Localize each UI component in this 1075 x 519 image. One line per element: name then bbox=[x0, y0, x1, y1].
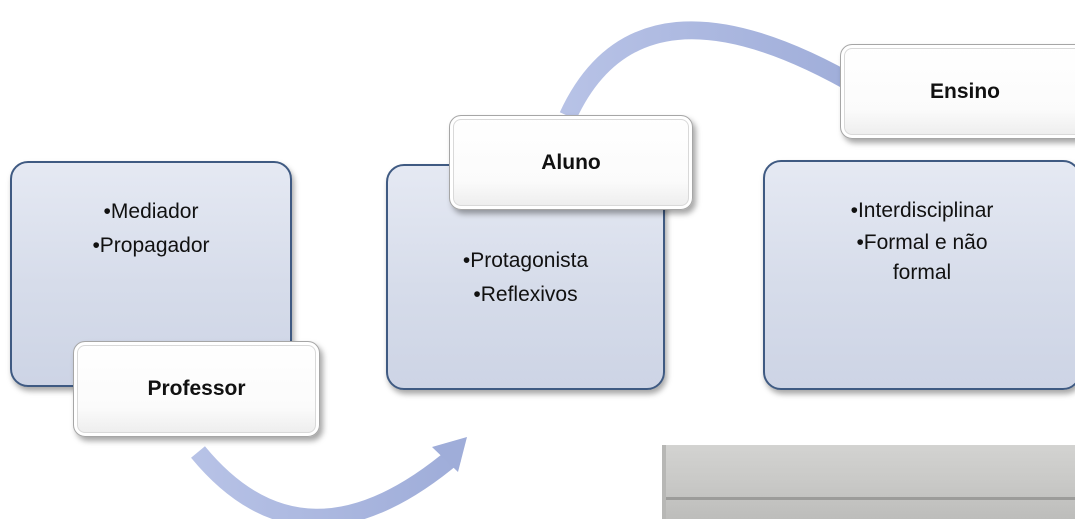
aluno-label: Aluno bbox=[449, 115, 693, 210]
ensino-bullet-1: •Interdisciplinar bbox=[850, 199, 994, 222]
arrow-professor-to-aluno bbox=[191, 446, 461, 519]
aluno-bullet-2: •Reflexivos bbox=[473, 283, 578, 306]
ensino-card: •Interdisciplinar •Formal e não formal bbox=[763, 160, 1075, 390]
professor-label: Professor bbox=[73, 341, 320, 437]
professor-bullet-1: •Mediador bbox=[103, 200, 199, 223]
arrow-aluno-to-ensino bbox=[559, 21, 865, 120]
arrow-professor-to-aluno-head bbox=[432, 437, 467, 472]
ensino-bullet-2: •Formal e não formal bbox=[856, 231, 988, 284]
photo-edge-line bbox=[666, 497, 1075, 500]
ensino-label: Ensino bbox=[840, 44, 1075, 139]
aluno-bullet-1: •Protagonista bbox=[462, 249, 589, 272]
professor-bullet-2: •Propagador bbox=[92, 234, 210, 257]
photo-fragment bbox=[662, 445, 1075, 519]
